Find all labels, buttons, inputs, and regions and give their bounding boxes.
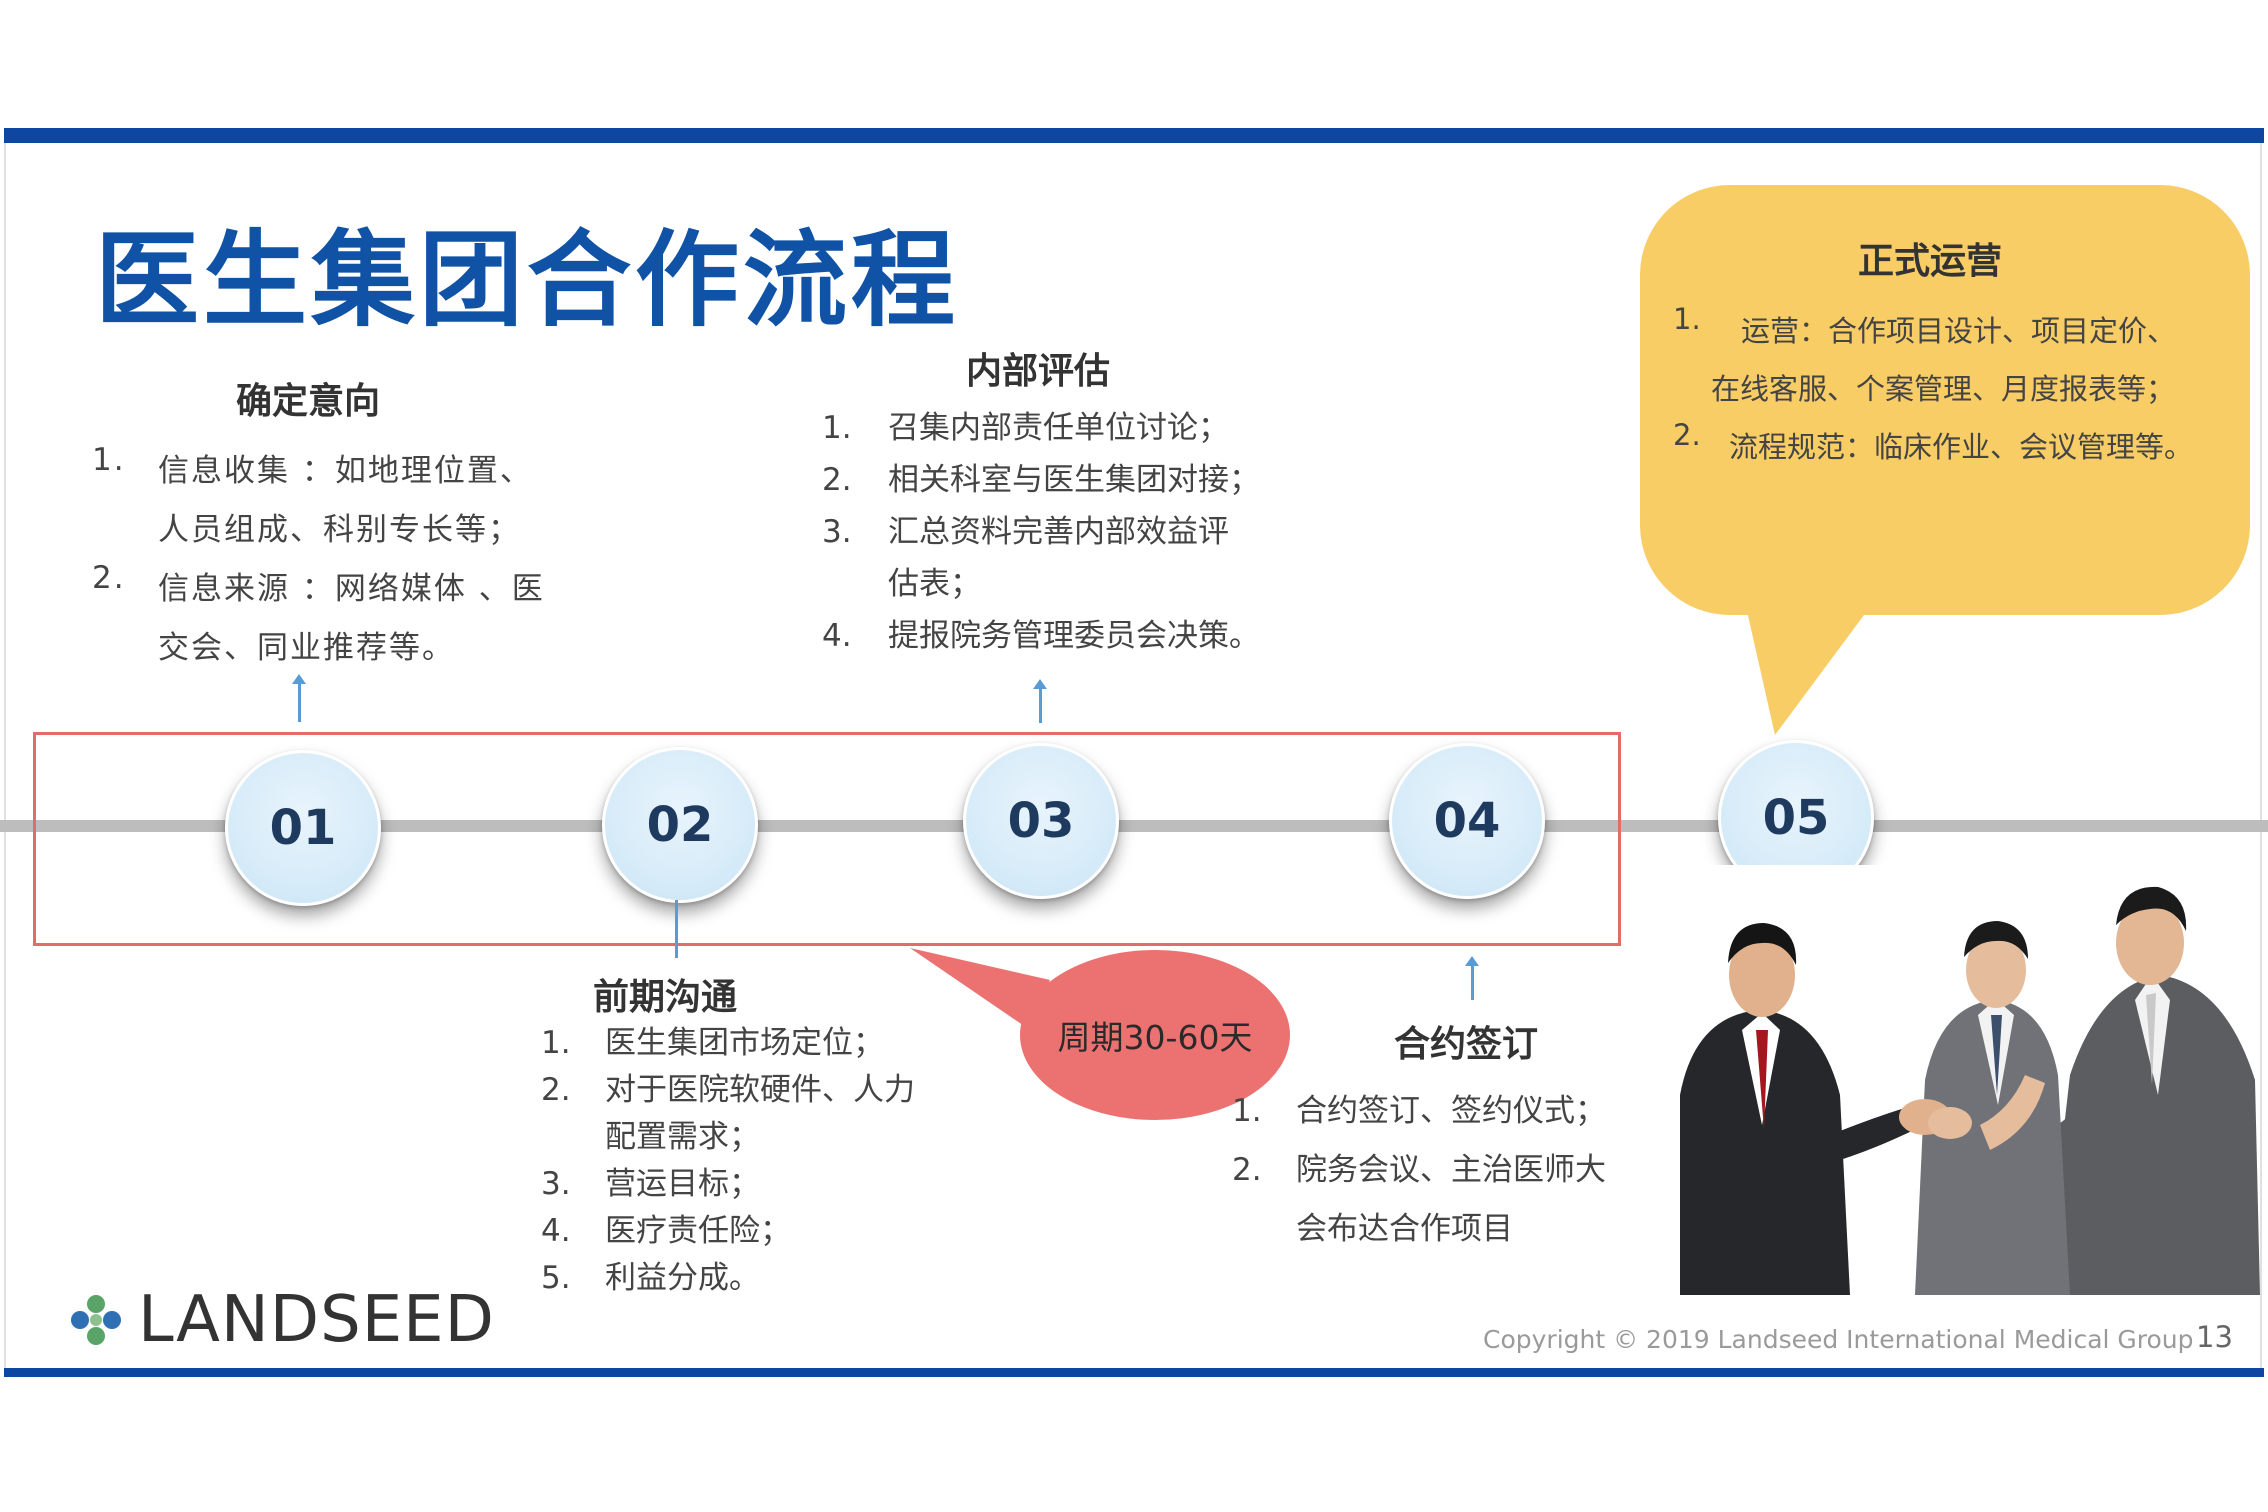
stage-03-item: 3. 汇总资料完善内部效益评 估表； <box>822 506 1260 610</box>
item-text: 估表； <box>888 566 981 602</box>
item-number: 1. <box>92 442 126 478</box>
step-node-04: 04 <box>1389 743 1545 899</box>
item-text: 合约签订、签约仪式； <box>1296 1093 1606 1129</box>
stage-03-item: 2. 相关科室与医生集团对接； <box>822 454 1260 506</box>
item-text: 信息来源 ：网络媒体 、医 <box>158 571 545 607</box>
item-number: 2. <box>92 560 126 596</box>
stage-04-heading: 合约签订 <box>1394 1024 1539 1065</box>
top-accent-bar <box>4 128 2264 143</box>
item-text: 对于医院软硬件、人力 <box>605 1072 915 1108</box>
stage-01-item: 2. 信息来源 ：网络媒体 、医 交会、同业推荐等。 <box>92 560 545 678</box>
item-number: 4. <box>822 618 852 654</box>
businessmen-handshake-photo <box>1680 865 2260 1295</box>
slide-title: 医生集团合作流程 <box>95 219 960 341</box>
stage-02-heading: 前期沟通 <box>593 977 738 1018</box>
stage-02-connector <box>675 900 678 958</box>
item-text: 医疗责任险； <box>605 1213 791 1249</box>
stage-05-item: 1. 运营：合作项目设计、项目定价、 在线客服、个案管理、月度报表等； <box>1673 302 2193 418</box>
item-number: 2. <box>1232 1152 1262 1188</box>
stage-04-list: 1. 合约签订、签约仪式； 2. 院务会议、主治医师大 会布达合作项目 <box>1232 1082 1606 1259</box>
stage-01-heading: 确定意向 <box>236 381 381 422</box>
item-text: 利益分成。 <box>605 1260 760 1296</box>
item-number: 1. <box>822 410 852 446</box>
item-text: 相关科室与医生集团对接； <box>888 462 1260 498</box>
item-number: 2. <box>822 462 852 498</box>
item-text: 召集内部责任单位讨论； <box>888 410 1229 446</box>
stage-01-item: 1. 信息收集 ：如地理位置、 人员组成、科别专长等； <box>92 442 545 560</box>
step-node-01: 01 <box>225 750 381 906</box>
stage-04-item: 1. 合约签订、签约仪式； <box>1232 1082 1606 1141</box>
cycle-duration-bubble: 周期30-60天 <box>1020 950 1290 1120</box>
stage-03-item: 4. 提报院务管理委员会决策。 <box>822 610 1260 662</box>
slide-frame <box>4 128 2262 1374</box>
stage-02-item: 5. 利益分成。 <box>541 1255 915 1302</box>
logo-text: LANDSEED <box>138 1283 495 1357</box>
item-text: 会布达合作项目 <box>1296 1211 1513 1247</box>
stage-04-item: 2. 院务会议、主治医师大 会布达合作项目 <box>1232 1141 1606 1259</box>
item-number: 1. <box>541 1025 571 1061</box>
item-number: 1. <box>1673 302 1701 336</box>
stage-03-item: 1. 召集内部责任单位讨论； <box>822 402 1260 454</box>
item-number: 1. <box>1232 1093 1262 1129</box>
stage-02-list: 1. 医生集团市场定位； 2. 对于医院软硬件、人力 配置需求； 3. 营运目标… <box>541 1020 915 1302</box>
step-node-03: 03 <box>963 743 1119 899</box>
item-text: 交会、同业推荐等。 <box>158 630 455 666</box>
landseed-logo: LANDSEED <box>68 1283 495 1357</box>
stage-04-arrow <box>1465 956 1479 1000</box>
item-text: 人员组成、科别专长等； <box>158 512 521 548</box>
stage-03-list: 1. 召集内部责任单位讨论； 2. 相关科室与医生集团对接； 3. 汇总资料完善… <box>822 402 1260 662</box>
stage-05-heading: 正式运营 <box>1858 241 2003 282</box>
item-number: 2. <box>1673 418 1701 452</box>
item-text: 院务会议、主治医师大 <box>1296 1152 1606 1188</box>
stage-05-list: 1. 运营：合作项目设计、项目定价、 在线客服、个案管理、月度报表等； 2. 流… <box>1673 302 2193 476</box>
stage-03-arrow <box>1033 679 1047 723</box>
stage-02-item: 4. 医疗责任险； <box>541 1208 915 1255</box>
item-text: 配置需求； <box>605 1119 760 1155</box>
yellow-speech-bubble <box>1640 185 2250 615</box>
item-number: 3. <box>541 1166 571 1202</box>
item-text: 医生集团市场定位； <box>605 1025 884 1061</box>
item-text: 营运目标； <box>605 1166 760 1202</box>
item-text: 汇总资料完善内部效益评 <box>888 514 1229 550</box>
stage-02-item: 2. 对于医院软硬件、人力 配置需求； <box>541 1067 915 1161</box>
item-number: 4. <box>541 1213 571 1249</box>
item-number: 2. <box>541 1072 571 1108</box>
item-text: 运营：合作项目设计、项目定价、 <box>1741 314 2177 348</box>
page-number: 13 <box>2196 1320 2233 1354</box>
item-text: 信息收集 ：如地理位置、 <box>158 453 533 489</box>
stage-03-heading: 内部评估 <box>966 351 1111 392</box>
item-text: 在线客服、个案管理、月度报表等； <box>1711 372 2176 406</box>
item-number: 3. <box>822 514 852 550</box>
item-number: 5. <box>541 1260 571 1296</box>
yellow-bubble-tail <box>1740 580 1890 735</box>
stage-01-list: 1. 信息收集 ：如地理位置、 人员组成、科别专长等； 2. 信息来源 ：网络媒… <box>92 442 545 678</box>
cycle-highlight-frame <box>33 732 1621 946</box>
stage-02-item: 3. 营运目标； <box>541 1161 915 1208</box>
step-node-02: 02 <box>602 747 758 903</box>
red-bubble-tail <box>910 948 1050 1030</box>
stage-01-arrow <box>292 674 306 722</box>
stage-02-item: 1. 医生集团市场定位； <box>541 1020 915 1067</box>
item-text: 提报院务管理委员会决策。 <box>888 618 1260 654</box>
stage-05-item: 2. 流程规范：临床作业、会议管理等。 <box>1673 418 2193 476</box>
copyright-text: Copyright © 2019 Landseed International … <box>1483 1325 2194 1354</box>
bottom-accent-bar <box>4 1368 2264 1377</box>
logo-mark-icon <box>71 1295 121 1345</box>
timeline-line <box>0 820 2268 832</box>
item-text: 流程规范：临床作业、会议管理等。 <box>1729 430 2194 464</box>
